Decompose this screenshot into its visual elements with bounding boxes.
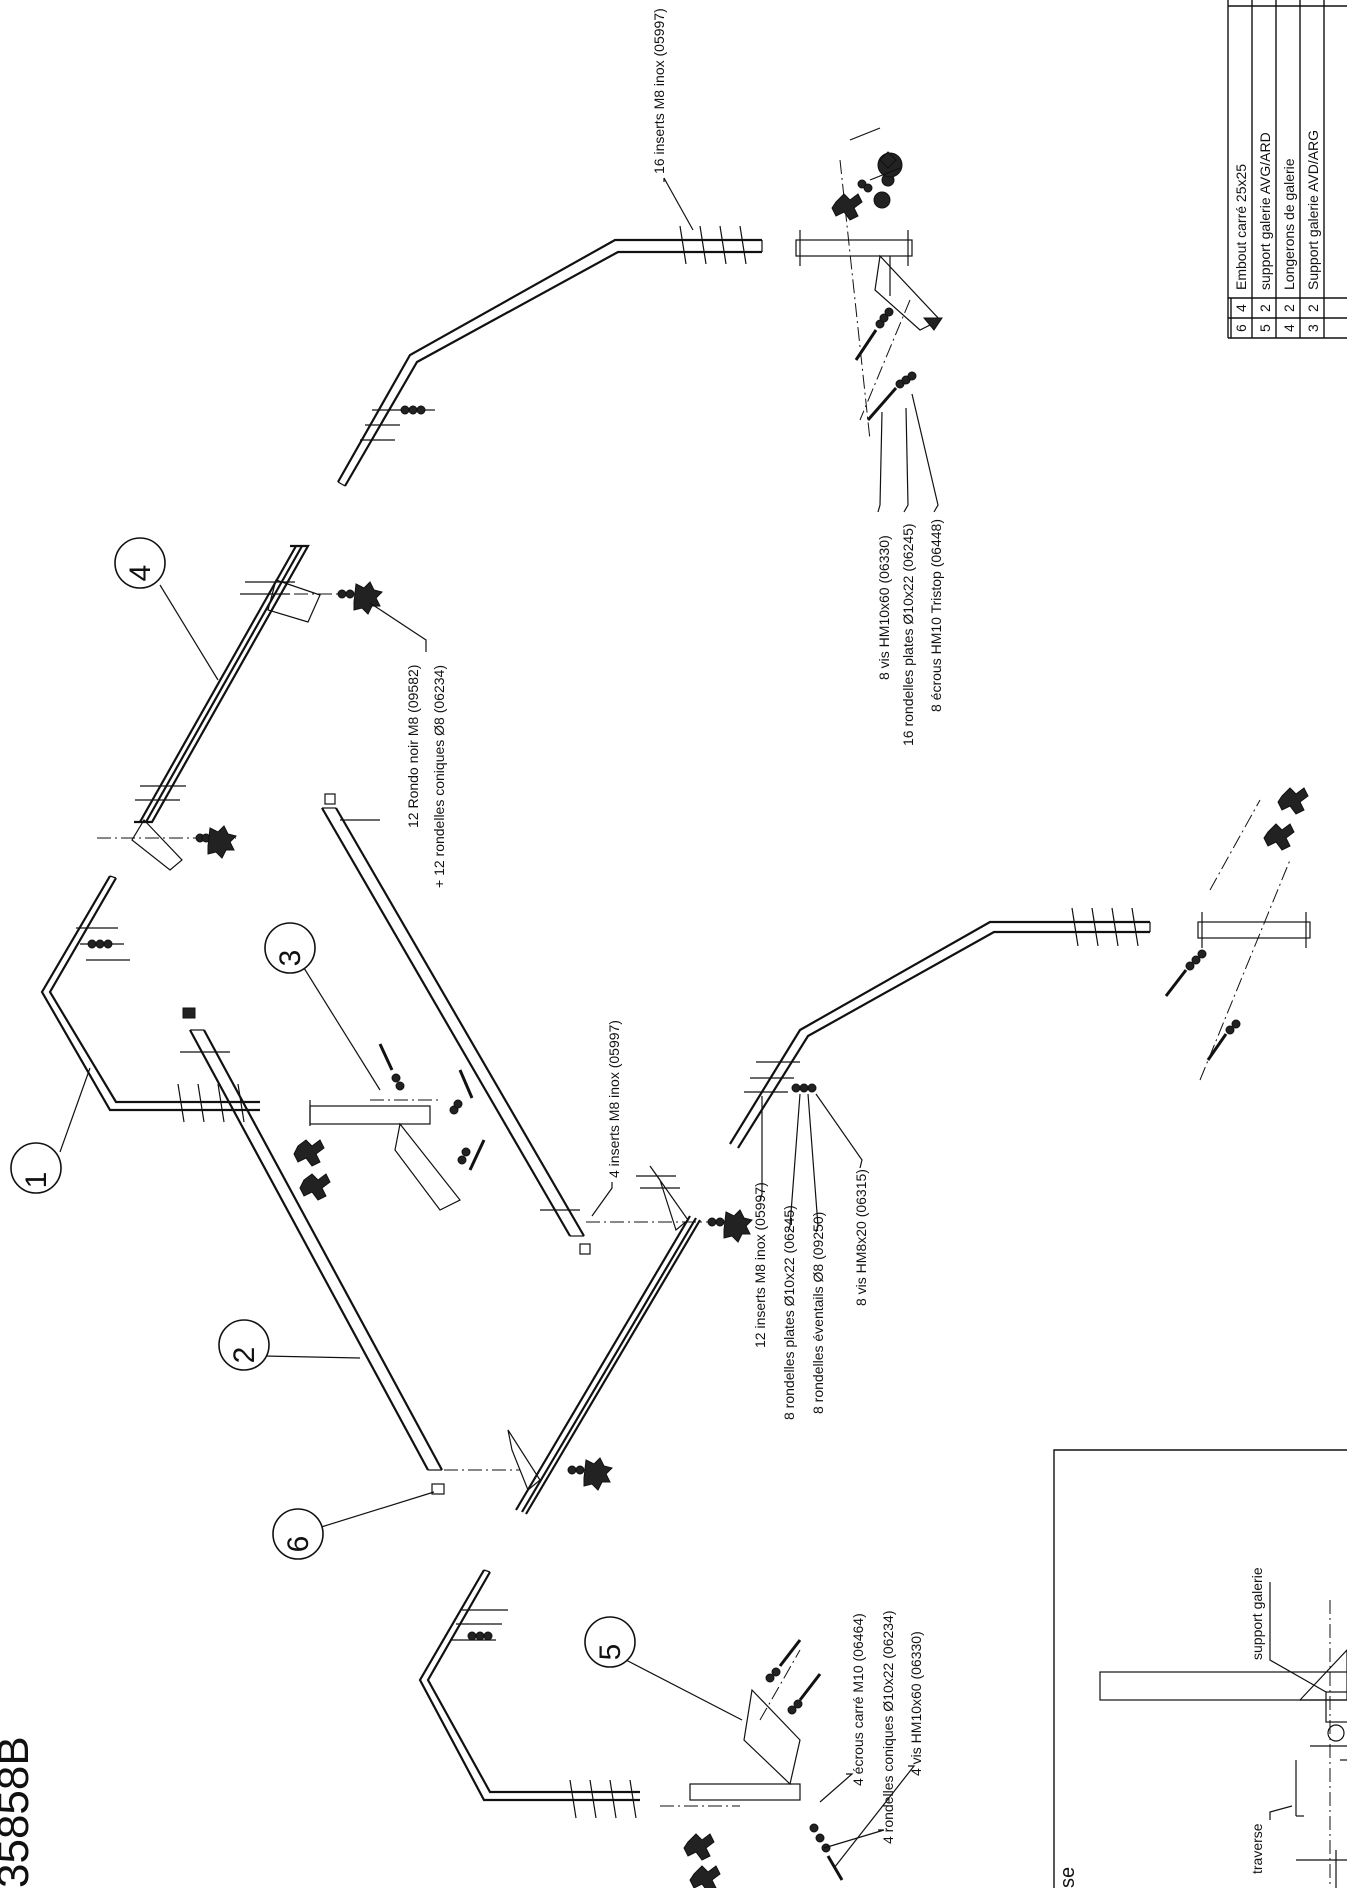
bom-row-6-designation: Embout carré 25x25	[1233, 164, 1249, 290]
callout-ecrous-carre-4: 4 écrous carré M10 (06464)	[819, 1613, 866, 1803]
balloon-5: 5	[584, 1616, 743, 1721]
balloon-4: 4	[114, 537, 219, 681]
callout-vis-hm10x60-8-text: 8 vis HM10x60 (06330)	[876, 535, 892, 680]
callout-rondelles-coniques-4-text: 4 rondelles coniques Ø10x22 (06234)	[880, 1611, 896, 1845]
balloon-3: 3	[264, 922, 381, 1091]
star-knob-upper-rail-bottom	[195, 825, 237, 859]
star-knob-upper-rail-top	[337, 581, 383, 615]
balloon-2: 2	[218, 1319, 361, 1371]
callout-vis-hm10x60-4-text: 4 vis HM10x60 (06330)	[908, 1631, 924, 1776]
bracket-assembly-lower-right	[1164, 787, 1311, 1081]
callout-ecrous-tristop-8-text: 8 écrous HM10 Tristop (06448)	[928, 519, 944, 712]
balloon-4-label: 4	[124, 565, 157, 582]
bent-tube-upper	[337, 225, 763, 487]
callout-rondelles-coniques-12-text: + 12 rondelles coniques Ø8 (06234)	[431, 665, 447, 888]
balloon-2-label: 2	[228, 1347, 261, 1364]
callout-vis-hm10x60-4: 4 vis HM10x60 (06330)	[833, 1631, 924, 1869]
bracket-assembly-bottom-left	[660, 1639, 844, 1888]
callout-ecrous-carre-4-text: 4 écrous carré M10 (06464)	[850, 1613, 866, 1786]
detail-title-fragment: se	[1057, 1867, 1079, 1888]
long-rail-upper	[97, 544, 383, 871]
balloon-5-label: 5	[594, 1644, 627, 1661]
center-bracket	[293, 1043, 486, 1211]
star-knob-lower-rail-top	[707, 1209, 753, 1243]
bom-row-4-qty: 2	[1281, 304, 1297, 312]
callout-inserts-4-text: 4 inserts M8 inox (05997)	[606, 1020, 622, 1178]
callout-vis-hm10x60-8: 8 vis HM10x60 (06330)	[876, 411, 892, 680]
balloon-6-label: 6	[282, 1536, 315, 1553]
callout-inserts-4: 4 inserts M8 inox (05997)	[591, 1020, 622, 1217]
detail-label-support: support galerie	[1249, 1567, 1265, 1660]
callout-inserts-12-text: 12 inserts M8 inox (05997)	[752, 1182, 768, 1348]
detail-label-traverse: traverse	[1249, 1823, 1265, 1874]
balloon-1-label: 1	[20, 1172, 53, 1189]
callout-rondo-noir-12-text: 12 Rondo noir M8 (09582)	[405, 665, 421, 828]
bom-row-3-qty: 2	[1305, 304, 1321, 312]
balloon-3-label: 3	[274, 950, 307, 967]
bom-row-5-designation: support galerie AVG/ARD	[1257, 132, 1273, 290]
bom-row-6-rep: 6	[1233, 324, 1249, 332]
bom-row-5-qty: 2	[1257, 304, 1273, 312]
callout-rondelles-eventails-8: 8 rondelles éventails Ø8 (09250)	[807, 1093, 826, 1414]
bom-row-3-designation: Support galerie AVD/ARG	[1305, 130, 1321, 290]
callout-rondelles-plates-8: 8 rondelles plates Ø10x22 (06245)	[781, 1093, 801, 1420]
bracket-assembly-upper-right	[795, 127, 943, 441]
callout-rondelles-eventails-8-text: 8 rondelles éventails Ø8 (09250)	[810, 1212, 826, 1414]
long-rail-lower	[507, 1165, 753, 1515]
tristop-nut-upper	[873, 151, 903, 209]
balloon-6: 6	[272, 1483, 445, 1560]
crossbar-center	[321, 793, 720, 1255]
callout-vis-hm8x20-8-text: 8 vis HM8x20 (06315)	[853, 1169, 869, 1306]
callout-rondo-noir-12: 12 Rondo noir M8 (09582)	[369, 602, 427, 828]
detail-view: se support galerie traverse	[1053, 1449, 1347, 1888]
crossbar-left	[180, 1007, 520, 1471]
star-knob-upper	[831, 179, 873, 221]
balloon-1: 1	[10, 1067, 91, 1194]
bom-row-4-rep: 4	[1281, 324, 1297, 332]
callout-vis-hm8x20-8: 8 vis HM8x20 (06315)	[815, 1093, 869, 1306]
callout-rondelles-plates-8-text: 8 rondelles plates Ø10x22 (06245)	[781, 1205, 797, 1420]
callout-inserts-12: 12 inserts M8 inox (05997)	[752, 1096, 768, 1348]
star-knob-lower-rail-bottom	[567, 1457, 613, 1491]
bent-tube-bottom-left	[418, 1569, 640, 1819]
bom-table: 6 4 Embout carré 25x25 5 2 support galer…	[1227, 0, 1347, 339]
callout-rondelles-plates-16-text: 16 rondelles plates Ø10x22 (06245)	[900, 523, 916, 746]
bom-row-4-designation: Longerons de galerie	[1281, 158, 1297, 290]
callout-rondelles-plates-16: 16 rondelles plates Ø10x22 (06245)	[900, 407, 916, 746]
bent-tube-left	[40, 875, 260, 1123]
bom-row-3-rep: 3	[1305, 324, 1321, 332]
callout-rondelles-coniques-4: 4 rondelles coniques Ø10x22 (06234)	[823, 1611, 896, 1849]
bom-row-5-rep: 5	[1257, 324, 1273, 332]
bolt-set-left	[854, 307, 917, 421]
drawing-reference: 35858B	[0, 1736, 38, 1888]
callout-inserts-16: 16 inserts M8 inox (05997)	[651, 8, 694, 231]
bom-row-6-qty: 4	[1233, 304, 1249, 312]
bent-tube-lower-right	[729, 907, 1151, 1149]
callout-inserts-16-text: 16 inserts M8 inox (05997)	[651, 8, 667, 174]
callout-rondelles-coniques-12: + 12 rondelles coniques Ø8 (06234)	[431, 665, 447, 888]
callout-ecrous-tristop-8: 8 écrous HM10 Tristop (06448)	[911, 393, 944, 712]
